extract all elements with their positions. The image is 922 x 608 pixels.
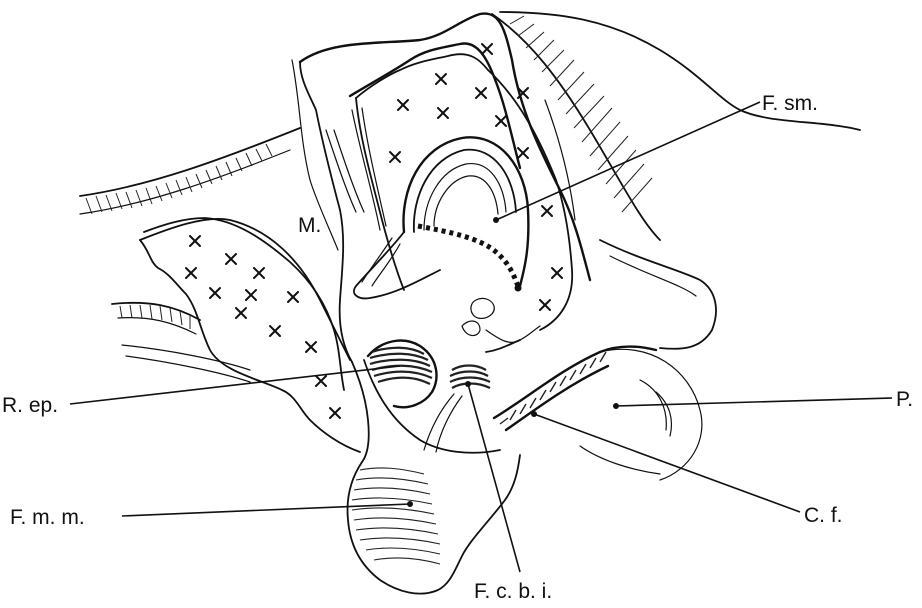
round-region-p: [580, 349, 702, 480]
cross-mark: [236, 308, 246, 318]
cross-mark: [540, 300, 550, 310]
label-f-cbi: F. c. b. i.: [474, 580, 552, 603]
canal-hatched-structure: [424, 366, 490, 453]
cross-mark: [270, 326, 280, 336]
leader-c-f: [534, 414, 800, 512]
cross-mark: [186, 268, 196, 278]
label-r-ep: R. ep.: [2, 394, 58, 417]
leader-dot-f-mm: [407, 501, 413, 507]
dotted-end-dot: [515, 285, 522, 292]
cross-mark: [210, 288, 220, 298]
leader-f-cbi: [468, 384, 520, 572]
leader-f-mm: [122, 504, 410, 516]
cross-mark: [496, 116, 506, 126]
cross-mark: [246, 290, 256, 300]
leader-f-sm: [496, 102, 760, 220]
cross-mark: [436, 74, 446, 84]
leader-dot-f-cbi: [465, 381, 471, 387]
label-m: M.: [298, 214, 321, 237]
central-canal: [462, 298, 540, 352]
label-c-f: C. f.: [804, 504, 843, 527]
cross-mark: [226, 254, 236, 264]
cross-mark: [518, 148, 528, 158]
recess-hatched-structure: [364, 341, 500, 453]
dotted-boundary: [418, 226, 518, 286]
cross-mark: [254, 268, 264, 278]
cross-mark: [330, 408, 340, 418]
label-f-sm: F. sm.: [762, 92, 818, 115]
cross-mark: [476, 88, 486, 98]
right-hatched-band: [492, 12, 860, 349]
cross-mark: [398, 100, 408, 110]
cross-mark: [316, 376, 326, 386]
cross-mark: [552, 268, 562, 278]
cross-mark: [542, 206, 552, 216]
cross-mark: [438, 108, 448, 118]
upper-cross-marked-plate: [356, 54, 572, 330]
leader-dot-p: [613, 403, 619, 409]
leader-dot-c-f: [531, 411, 537, 417]
label-p: P.: [896, 388, 913, 411]
cross-mark: [190, 236, 200, 246]
leader-dot-f-sm: [493, 217, 499, 223]
cross-mark: [390, 152, 400, 162]
dark-diagonal-band: [494, 347, 656, 431]
lower-lobe: [352, 468, 440, 564]
label-f-mm: F. m. m.: [10, 506, 85, 529]
lower-left-hatched-region: [112, 303, 250, 382]
cross-mark: [306, 342, 316, 352]
leader-lines: [70, 102, 892, 572]
leader-p: [616, 398, 892, 406]
cross-mark: [288, 292, 298, 302]
cross-mark: [482, 44, 492, 54]
